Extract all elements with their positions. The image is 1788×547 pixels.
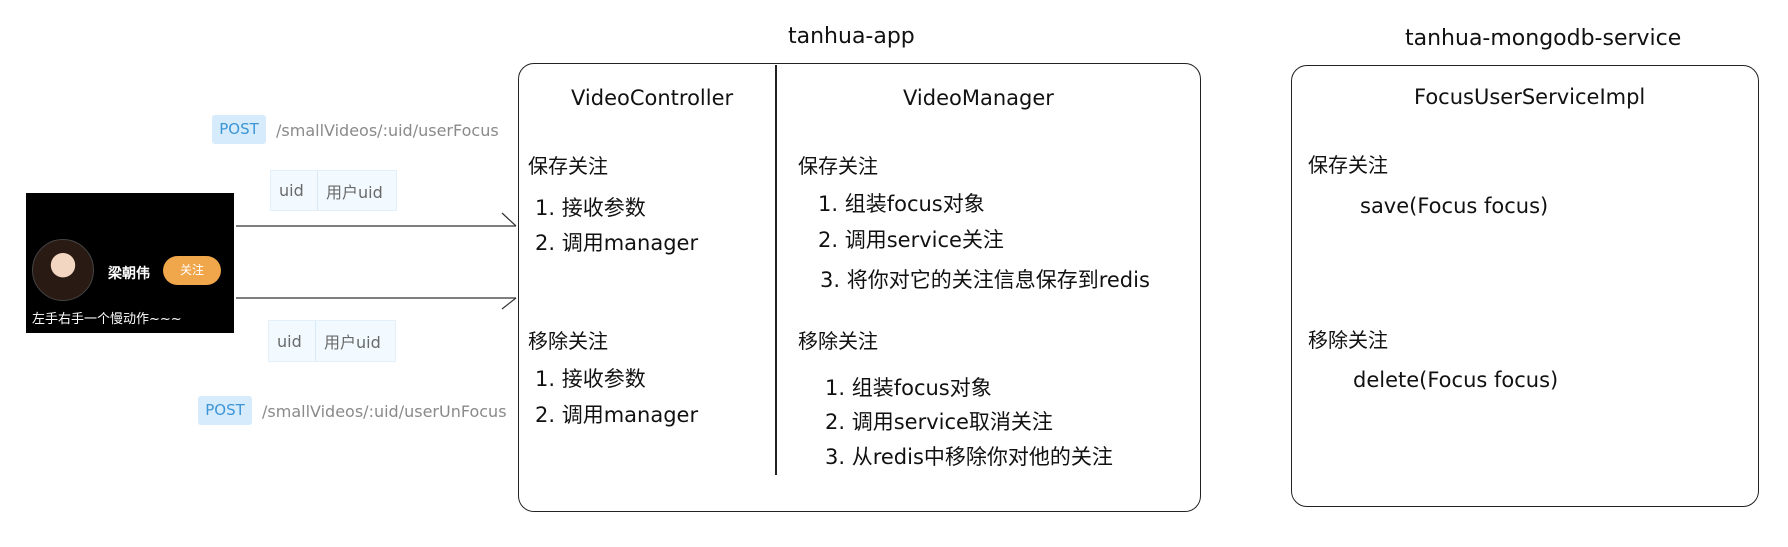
unfollow-path: /smallVideos/:uid/userUnFocus bbox=[262, 402, 507, 421]
service-save-method: save(Focus focus) bbox=[1360, 194, 1549, 218]
manager-title: VideoManager bbox=[903, 86, 1054, 110]
follow-path: /smallVideos/:uid/userFocus bbox=[276, 121, 499, 140]
manager-remove-step-1: 1. 组装focus对象 bbox=[825, 376, 992, 400]
controller-remove-heading: 移除关注 bbox=[528, 329, 608, 353]
service-remove-heading: 移除关注 bbox=[1308, 328, 1388, 352]
app-title: tanhua-app bbox=[788, 24, 915, 49]
controller-manager-divider bbox=[775, 65, 777, 475]
unfollow-param-desc: 用户uid bbox=[324, 333, 381, 352]
unfollow-param-key: uid bbox=[269, 321, 316, 361]
manager-save-heading: 保存关注 bbox=[798, 154, 878, 178]
video-caption: 左手右手一个慢动作~~~ bbox=[32, 312, 182, 327]
follow-param-key: uid bbox=[271, 171, 318, 210]
service-remove-method: delete(Focus focus) bbox=[1353, 368, 1559, 392]
controller-remove-step-1: 1. 接收参数 bbox=[535, 367, 646, 391]
manager-save-step-2: 2. 调用service关注 bbox=[818, 228, 1004, 252]
controller-save-step-2: 2. 调用manager bbox=[535, 231, 699, 255]
manager-remove-heading: 移除关注 bbox=[798, 329, 878, 353]
video-screenshot: 梁朝伟 关注 左手右手一个慢动作~~~ bbox=[26, 193, 234, 333]
manager-remove-step-3: 3. 从redis中移除你对他的关注 bbox=[825, 445, 1113, 469]
follow-param-desc: 用户uid bbox=[326, 182, 383, 202]
controller-title: VideoController bbox=[571, 86, 734, 110]
controller-save-heading: 保存关注 bbox=[528, 154, 608, 178]
tanhua-app-box bbox=[518, 63, 1201, 512]
follow-post-badge: POST bbox=[212, 115, 266, 144]
mongodb-service-box bbox=[1291, 65, 1759, 507]
manager-save-step-1: 1. 组装focus对象 bbox=[818, 192, 985, 216]
user-name: 梁朝伟 bbox=[108, 266, 150, 282]
follow-button[interactable]: 关注 bbox=[163, 256, 221, 285]
avatar bbox=[32, 239, 94, 301]
manager-remove-step-2: 2. 调用service取消关注 bbox=[825, 410, 1053, 434]
service-save-heading: 保存关注 bbox=[1308, 153, 1388, 177]
controller-remove-step-2: 2. 调用manager bbox=[535, 403, 699, 427]
manager-save-step-3: 3. 将你对它的关注信息保存到redis bbox=[820, 268, 1150, 292]
unfollow-post-badge: POST bbox=[198, 396, 252, 425]
follow-arrowhead bbox=[501, 212, 517, 227]
service-title: tanhua-mongodb-service bbox=[1405, 26, 1682, 51]
controller-save-step-1: 1. 接收参数 bbox=[535, 196, 646, 220]
unfollow-param-row: uid 用户uid bbox=[268, 320, 396, 362]
unfollow-arrowhead bbox=[501, 297, 517, 310]
service-title-class: FocusUserServiceImpl bbox=[1414, 85, 1646, 109]
follow-param-row: uid 用户uid bbox=[270, 170, 397, 211]
